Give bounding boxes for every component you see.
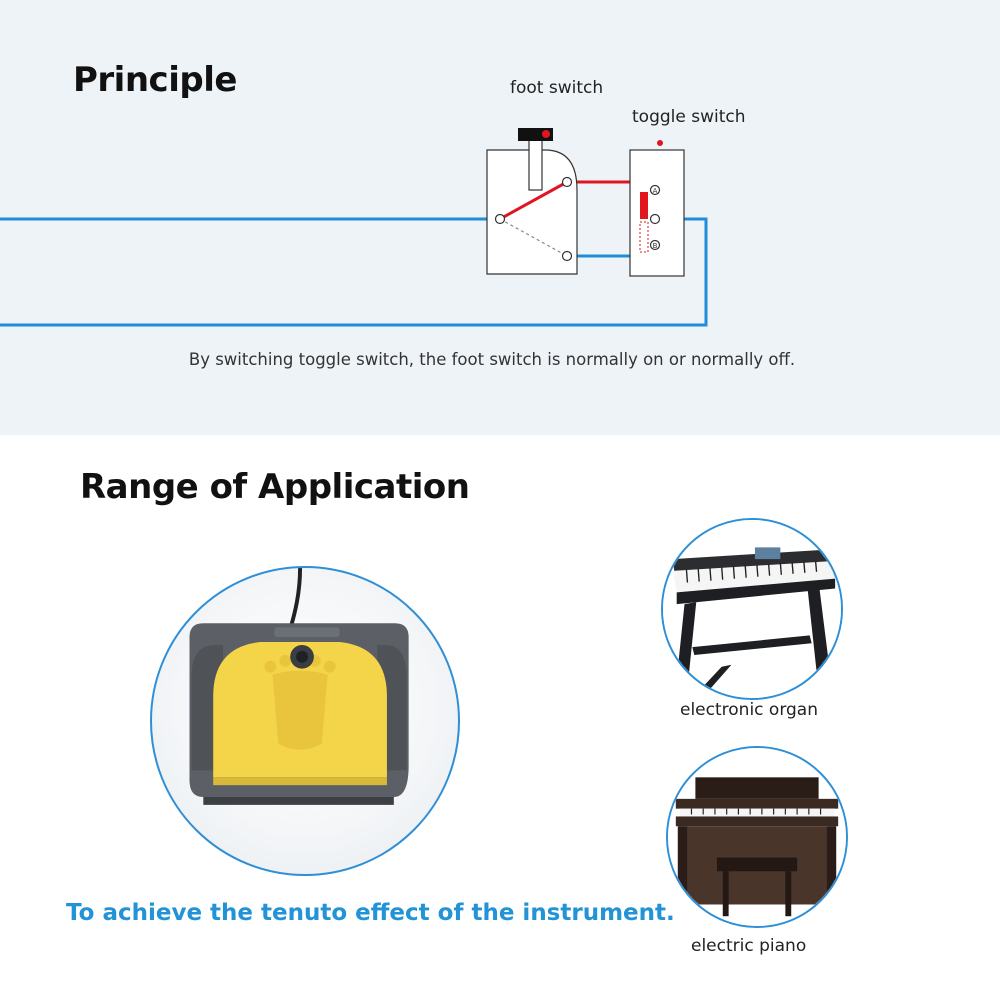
foot-switch-lever-alt — [499, 218, 568, 257]
electronic-organ-image — [661, 518, 843, 700]
blue-wire-return — [0, 217, 708, 327]
electric-piano-label: electric piano — [691, 936, 807, 956]
electronic-organ-label: electronic organ — [680, 700, 818, 720]
foot-switch-indicator — [542, 130, 550, 138]
foot-pedal-illustration — [189, 568, 409, 805]
electric-piano-illustration — [668, 748, 846, 926]
foot-switch-plunger — [528, 139, 543, 191]
toggle-terminal-b-label: B — [653, 242, 658, 250]
principle-title: Principle — [73, 60, 237, 100]
toggle-lever-inactive — [639, 221, 649, 253]
tenuto-effect-tagline: To achieve the tenuto effect of the inst… — [66, 900, 675, 926]
electronic-organ-illustration — [663, 520, 841, 698]
foot-switch-no-terminal — [561, 176, 573, 188]
toggle-switch-body — [629, 149, 685, 277]
foot-switch-label: foot switch — [510, 78, 604, 98]
foot-switch-body — [486, 149, 578, 275]
toggle-terminal-a-label: A — [653, 187, 658, 195]
foot-switch-common-terminal — [494, 213, 506, 225]
electric-piano-image — [666, 746, 848, 928]
toggle-terminal-b — [649, 239, 661, 251]
foot-switch-lever — [499, 180, 568, 221]
toggle-switch-indicator — [657, 140, 663, 146]
range-of-application-title: Range of Application — [80, 467, 470, 507]
toggle-lever-active — [640, 192, 648, 219]
foot-switch-nc-terminal — [561, 250, 573, 262]
principle-caption: By switching toggle switch, the foot swi… — [188, 350, 796, 369]
circuit-diagram: A B — [0, 128, 708, 327]
toggle-terminal-common — [649, 213, 661, 225]
toggle-terminal-a — [649, 184, 661, 196]
toggle-switch-label: toggle switch — [632, 107, 746, 127]
foot-pedal-image — [150, 566, 460, 876]
